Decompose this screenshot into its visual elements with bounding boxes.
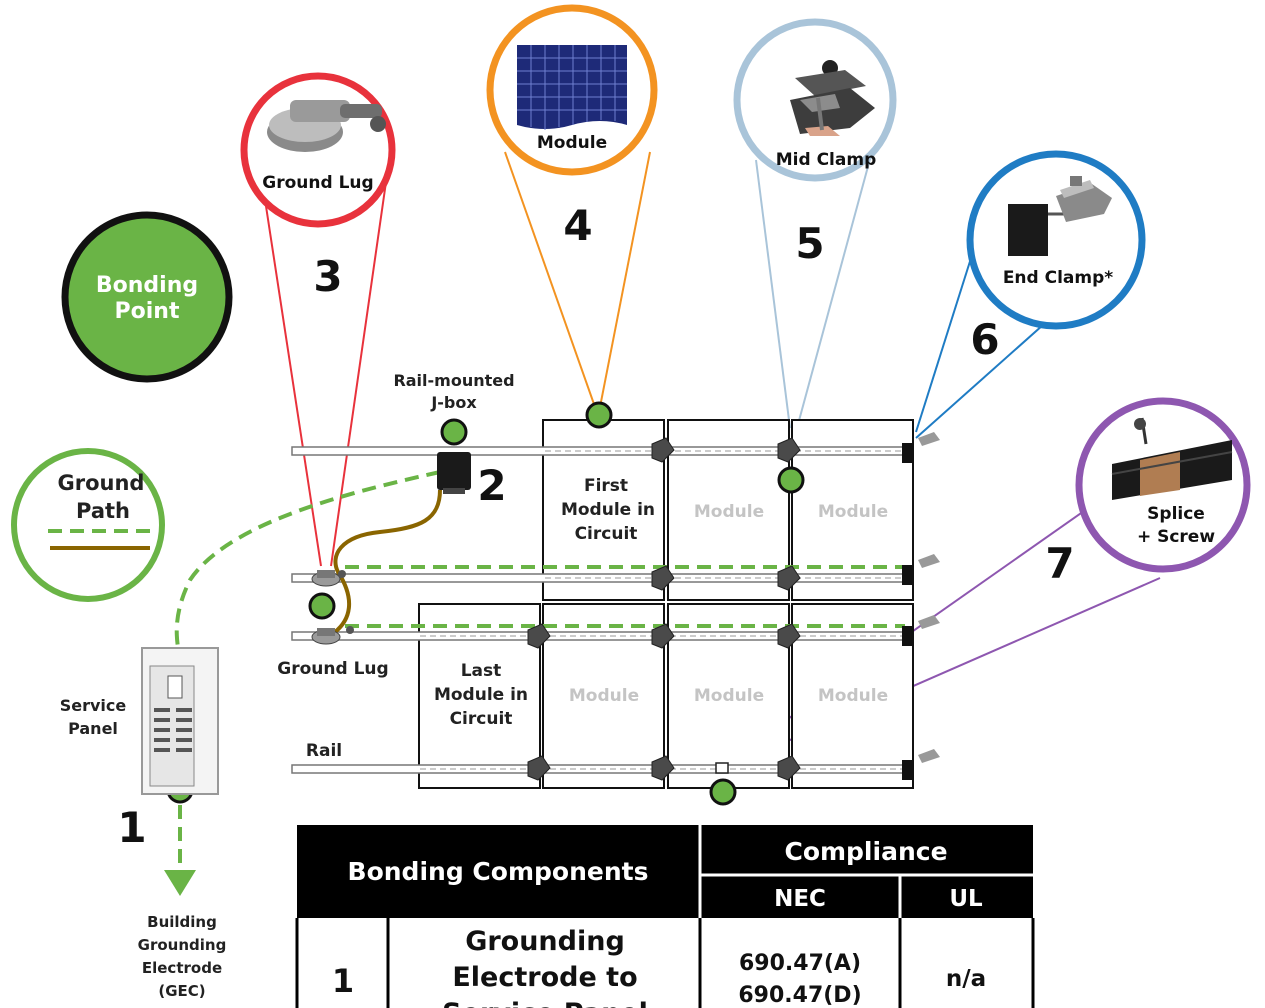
- row-ul: n/a: [946, 966, 986, 992]
- table-row: 1 Grounding Electrode to Service Panel 6…: [295, 918, 1035, 1008]
- mid-clamp-icon: [790, 60, 875, 136]
- splice-callout-label2: + Screw: [1137, 527, 1215, 547]
- mid-clamp-icon: [527, 755, 551, 781]
- splice-screw-icon: [1111, 417, 1233, 500]
- gec-label: Building Grounding Electrode (GEC): [138, 913, 227, 1000]
- last-module-line2: Module in: [434, 685, 528, 705]
- gec-line3: Electrode: [142, 959, 222, 977]
- table-header-nec: NEC: [774, 886, 826, 912]
- rail-2: [291, 573, 911, 583]
- ground-lug-bottom-icon: [311, 626, 354, 645]
- mid-clamp-icon: [777, 755, 801, 781]
- rail-1: [291, 446, 911, 456]
- gec-line2: Grounding: [138, 936, 227, 954]
- last-module-line3: Circuit: [450, 709, 513, 729]
- row-component-line1: Grounding: [465, 926, 625, 957]
- last-module-line1: Last: [461, 661, 502, 681]
- service-panel-line2: Panel: [68, 719, 118, 738]
- solar-module-icon: [517, 45, 627, 130]
- splice-callout-label: Splice: [1147, 504, 1205, 524]
- callout-number-6: 6: [970, 315, 999, 364]
- row-number: 1: [332, 962, 354, 1000]
- ground-path-line1: Ground: [58, 471, 145, 495]
- first-module-line2: Module in: [561, 500, 655, 520]
- bonding-point-line1: Bonding: [96, 273, 198, 298]
- mid-clamp-icon: [651, 755, 675, 781]
- row-component-line3: Service Panel: [442, 998, 648, 1008]
- row-component-line2: Electrode to: [452, 962, 637, 993]
- callout-number-5: 5: [795, 219, 824, 268]
- mid-clamp-icon: [777, 437, 801, 463]
- table-header-ul: UL: [949, 886, 983, 912]
- end-clamp-callout-label: End Clamp*: [1003, 268, 1113, 288]
- bonding-point-ground-lug: [308, 592, 336, 620]
- ground-lug-label: Ground Lug: [277, 659, 388, 679]
- module-label: Module: [818, 502, 888, 522]
- table-header-compliance: Compliance: [784, 837, 947, 866]
- ground-path-line2: Path: [76, 499, 130, 523]
- rail-label: Rail: [306, 741, 342, 761]
- ground-lug-top-icon: [311, 570, 346, 587]
- mid-clamp-callout-label: Mid Clamp: [776, 150, 877, 170]
- bonding-points: [166, 401, 805, 806]
- callout-mid-clamp: Mid Clamp 5: [733, 18, 897, 268]
- callout-splice: Splice + Screw 7: [1045, 397, 1251, 588]
- mid-clamp-icon: [527, 623, 551, 649]
- row-nec-line1: 690.47(A): [739, 951, 861, 976]
- splice-marker: [715, 762, 729, 774]
- bonding-point-jbox: [440, 418, 468, 446]
- ground-lug-callout-label: Ground Lug: [262, 173, 373, 193]
- gec-line1: Building: [147, 913, 217, 931]
- row-nec-line2: 690.47(D): [738, 983, 861, 1008]
- module-label: Module: [694, 686, 764, 706]
- callout-end-clamp: End Clamp* 6: [966, 150, 1146, 364]
- end-clamp-icon: [902, 615, 940, 646]
- callout-number-1: 1: [117, 803, 146, 852]
- compliance-table: Bonding Components Compliance NEC UL 1 G…: [295, 825, 1035, 1008]
- rail-4: [291, 764, 911, 774]
- callout-number-4: 4: [563, 201, 592, 250]
- ground-paths: [164, 470, 905, 896]
- module-label: Module: [818, 686, 888, 706]
- mid-clamp-markers: [527, 437, 801, 781]
- bonding-point-splice: [709, 778, 737, 806]
- ground-lug-icon: [267, 100, 386, 152]
- end-clamp-icon: [902, 554, 940, 585]
- end-clamp-icon: [902, 749, 940, 780]
- callout-module: Module 4: [486, 4, 658, 250]
- ground-lug-icons: [311, 570, 354, 645]
- module-label: Module: [569, 686, 639, 706]
- module-labels: First Module in Circuit Module Module La…: [434, 476, 888, 729]
- mid-clamp-icon: [651, 565, 675, 591]
- bonding-point-mid-clamp: [777, 466, 805, 494]
- service-panel: Service Panel 1: [60, 647, 219, 852]
- mid-clamp-icon: [777, 565, 801, 591]
- first-module-line3: Circuit: [575, 524, 638, 544]
- service-panel-line1: Service: [60, 696, 127, 715]
- module-label: Module: [694, 502, 764, 522]
- callout-number-3: 3: [313, 252, 342, 301]
- bonding-point-line2: Point: [115, 299, 180, 324]
- bonding-point-module: [585, 401, 613, 429]
- first-module-line1: First: [584, 476, 628, 496]
- jbox: Rail-mounted J-box 2: [393, 371, 514, 510]
- end-clamp-icon: [902, 432, 940, 463]
- module-callout-label: Module: [537, 133, 607, 153]
- end-clamp-icon: [1008, 176, 1112, 256]
- mid-clamp-icon: [777, 623, 801, 649]
- legend-ground-path: Ground Path: [11, 448, 165, 602]
- rail-3: [291, 631, 911, 641]
- callout-ground-lug: Ground Lug 3: [240, 72, 396, 301]
- jbox-label-line1: Rail-mounted: [393, 371, 514, 390]
- legend-bonding-point: Bonding Point: [61, 211, 233, 383]
- end-clamp-markers: [902, 432, 940, 780]
- gec-line4: (GEC): [158, 982, 205, 1000]
- mid-clamp-icon: [651, 437, 675, 463]
- callout-number-7: 7: [1045, 539, 1074, 588]
- mid-clamp-icon: [651, 623, 675, 649]
- table-header-components: Bonding Components: [348, 857, 649, 886]
- callout-number-2: 2: [477, 461, 506, 510]
- jbox-label-line2: J-box: [430, 393, 477, 412]
